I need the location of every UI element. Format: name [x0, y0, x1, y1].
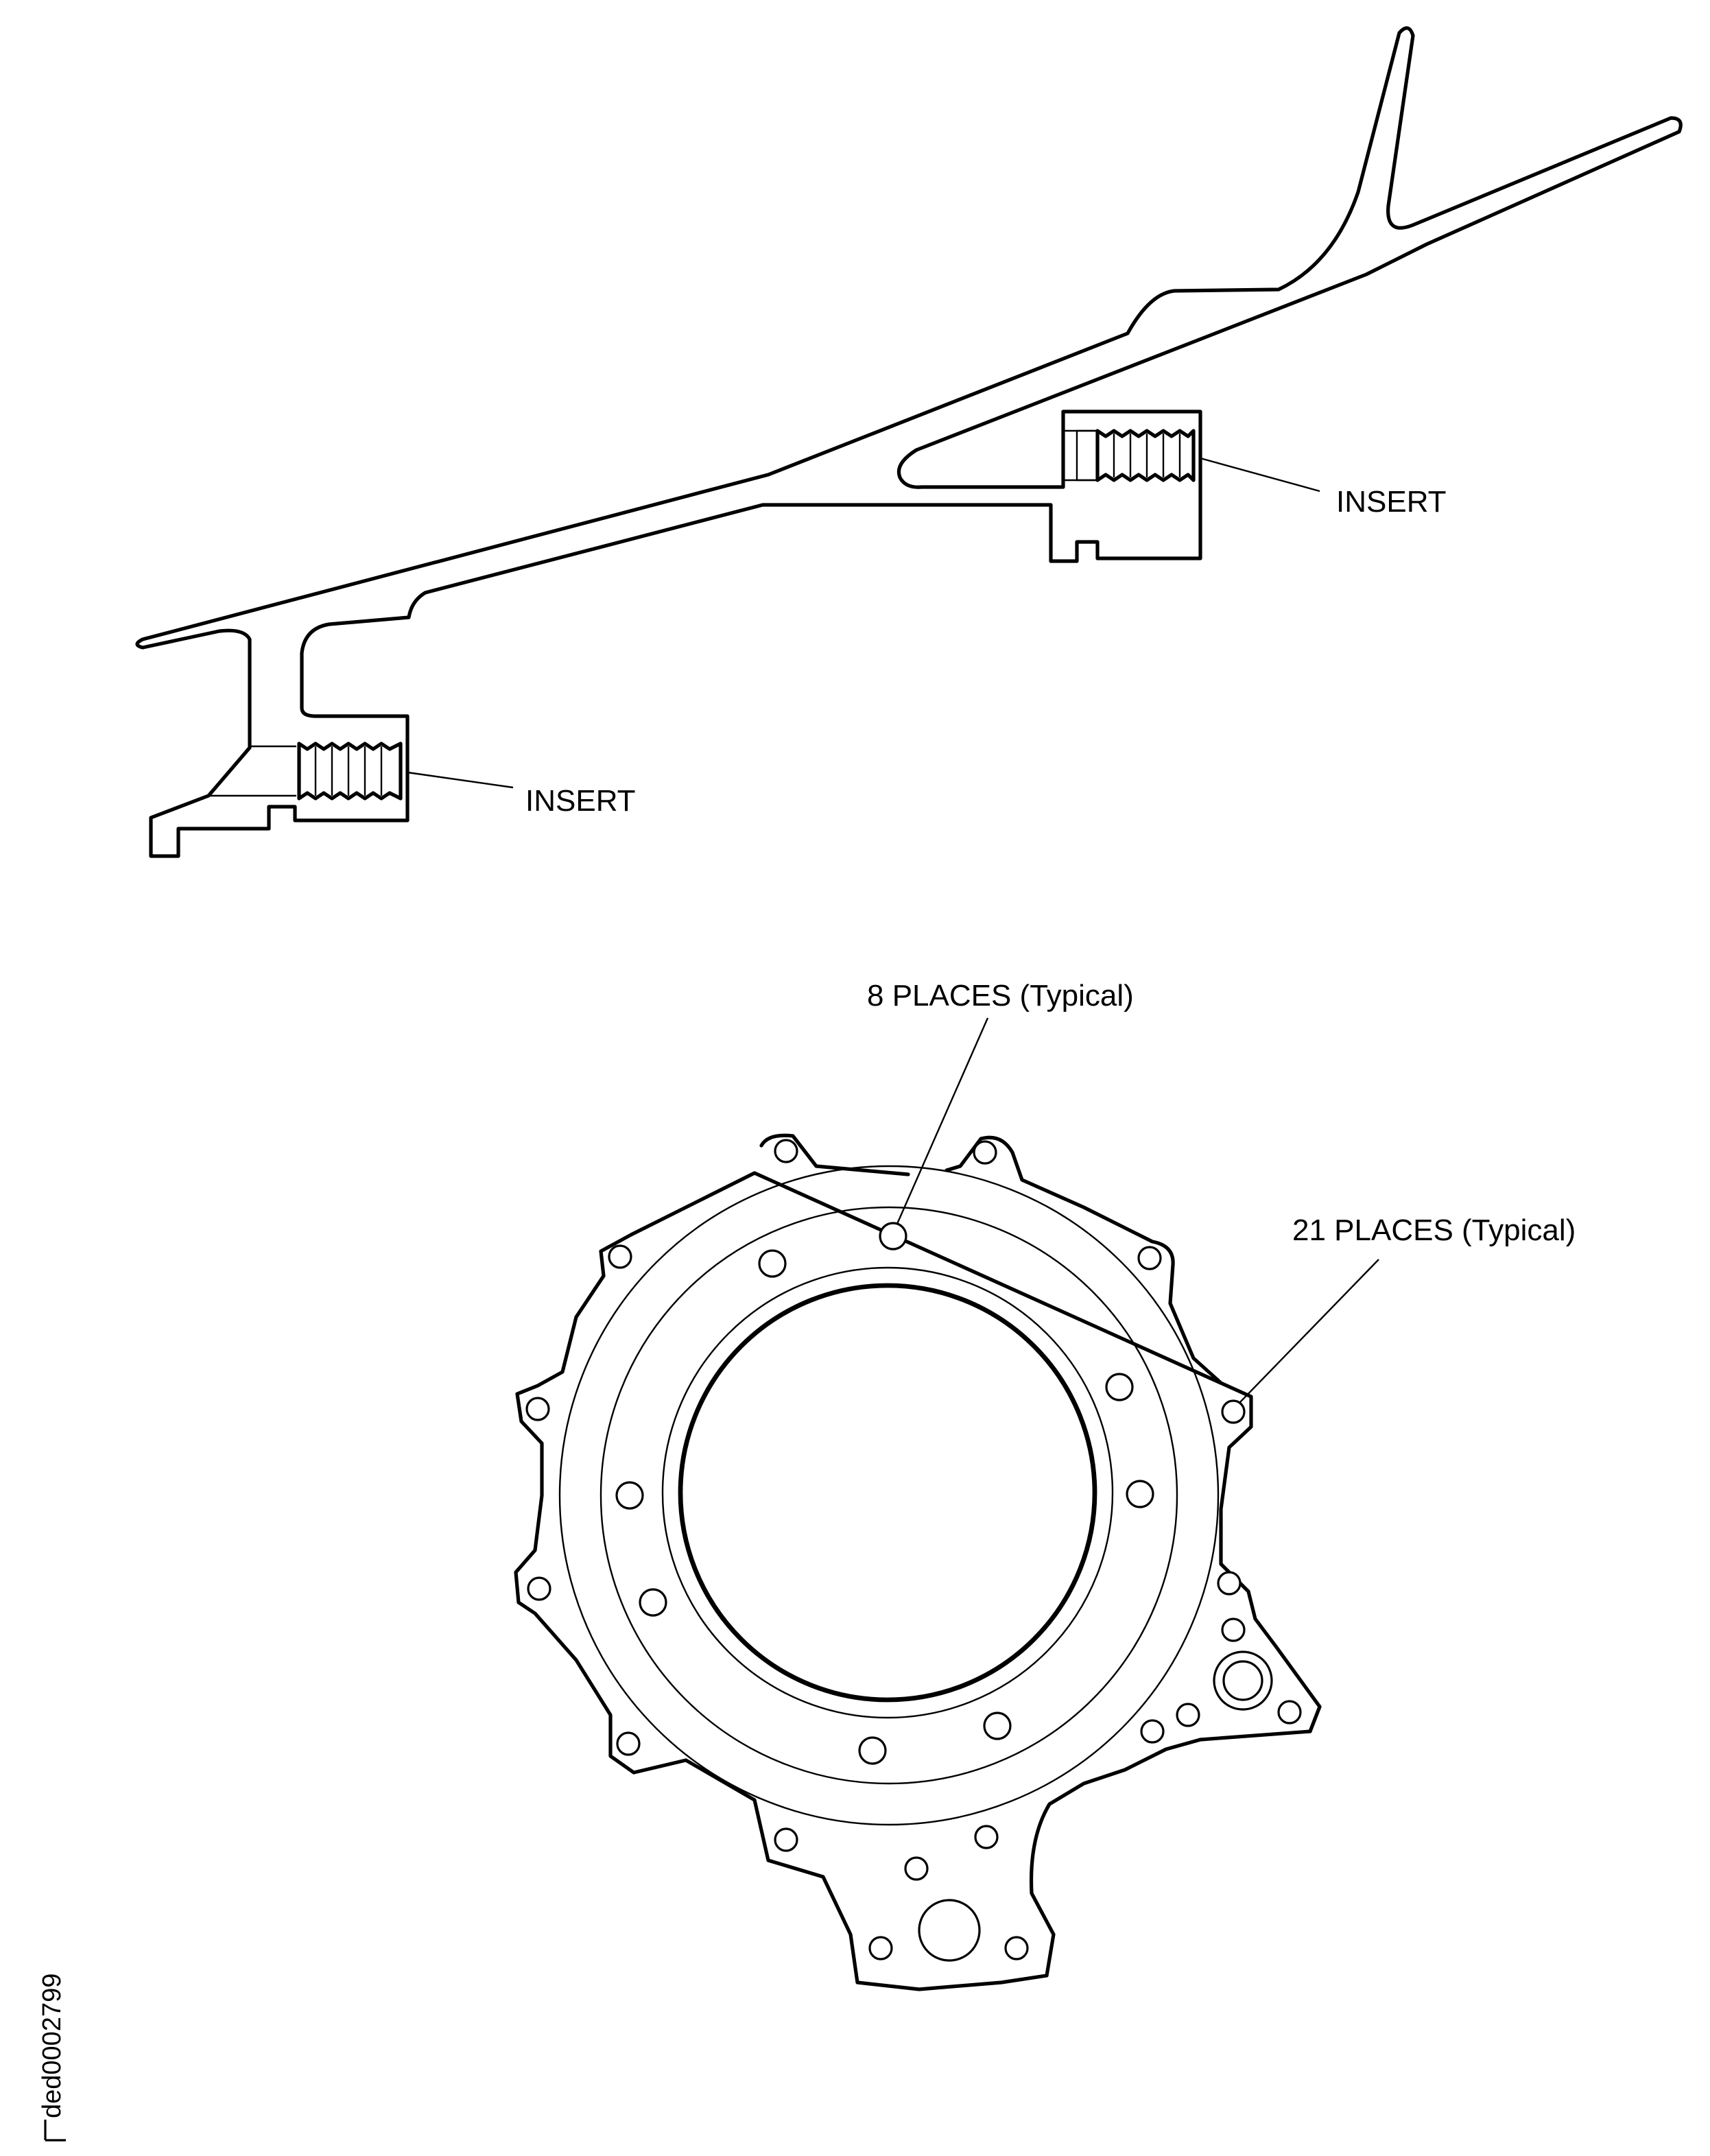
ring-hole — [1126, 1480, 1154, 1508]
ring-hole — [879, 1222, 907, 1251]
outer-hole — [774, 1827, 798, 1852]
outer-hole — [974, 1825, 999, 1849]
ring-hole — [615, 1481, 644, 1510]
ring-hole — [858, 1736, 887, 1765]
ring-hole — [639, 1588, 667, 1617]
boss-hole-inner — [1222, 1660, 1263, 1701]
upper-insert: INSERT — [1063, 429, 1447, 519]
ring-holes — [615, 1222, 1154, 1765]
outer-hole — [1176, 1703, 1200, 1727]
lower-insert-leader — [407, 771, 514, 789]
outer-hole — [1140, 1719, 1165, 1744]
figure-id-text: ded0002799 — [38, 1974, 67, 2118]
lower-insert: INSERT — [209, 742, 636, 818]
outer-hole — [868, 1936, 893, 1960]
outer-hole — [1277, 1700, 1302, 1725]
ring-hole — [983, 1711, 1012, 1740]
figure-id-bracket — [44, 2120, 66, 2142]
flange-view: 8 PLACES (Typical) 21 PLACES (Typical) — [514, 979, 1576, 1991]
outer-hole — [1221, 1618, 1246, 1642]
figure-id: ded0002799 — [38, 1974, 67, 2142]
outer-hole — [973, 1140, 997, 1165]
outer-holes-leader — [1239, 1259, 1379, 1403]
bore — [678, 1283, 1097, 1703]
cross-section-view: INSERT INSERT — [135, 26, 1683, 858]
ring-hole — [1105, 1373, 1134, 1401]
lower-insert-thread — [297, 742, 403, 801]
section-profile-outline — [135, 26, 1683, 858]
outer-hole — [1217, 1571, 1242, 1596]
outer-hole — [1004, 1936, 1029, 1960]
outer-hole — [525, 1397, 550, 1421]
outer-hole — [608, 1244, 632, 1269]
outer-hole — [904, 1856, 929, 1881]
outer-hole — [1221, 1399, 1246, 1424]
bore-rim — [661, 1266, 1114, 1719]
ring-holes-callout: 8 PLACES (Typical) — [867, 979, 1134, 1012]
outer-hole — [774, 1139, 798, 1163]
outer-holes — [525, 1139, 1302, 1962]
outer-holes-callout: 21 PLACES (Typical) — [1292, 1213, 1576, 1247]
lower-insert-label: INSERT — [525, 784, 636, 818]
upper-insert-leader — [1200, 457, 1320, 493]
flange-bolt-circle-outer — [558, 1165, 1220, 1826]
ring-holes-leader — [896, 1017, 989, 1224]
outer-hole — [527, 1576, 551, 1601]
upper-insert-thread — [1095, 429, 1196, 482]
outer-hole — [616, 1731, 641, 1756]
flange-bolt-circle-inner — [599, 1206, 1178, 1785]
ring-hole — [758, 1249, 787, 1278]
flange-outer-outline — [514, 1133, 1322, 1991]
outer-hole — [1137, 1246, 1162, 1270]
upper-insert-label: INSERT — [1336, 485, 1447, 519]
large-hole — [918, 1899, 981, 1962]
